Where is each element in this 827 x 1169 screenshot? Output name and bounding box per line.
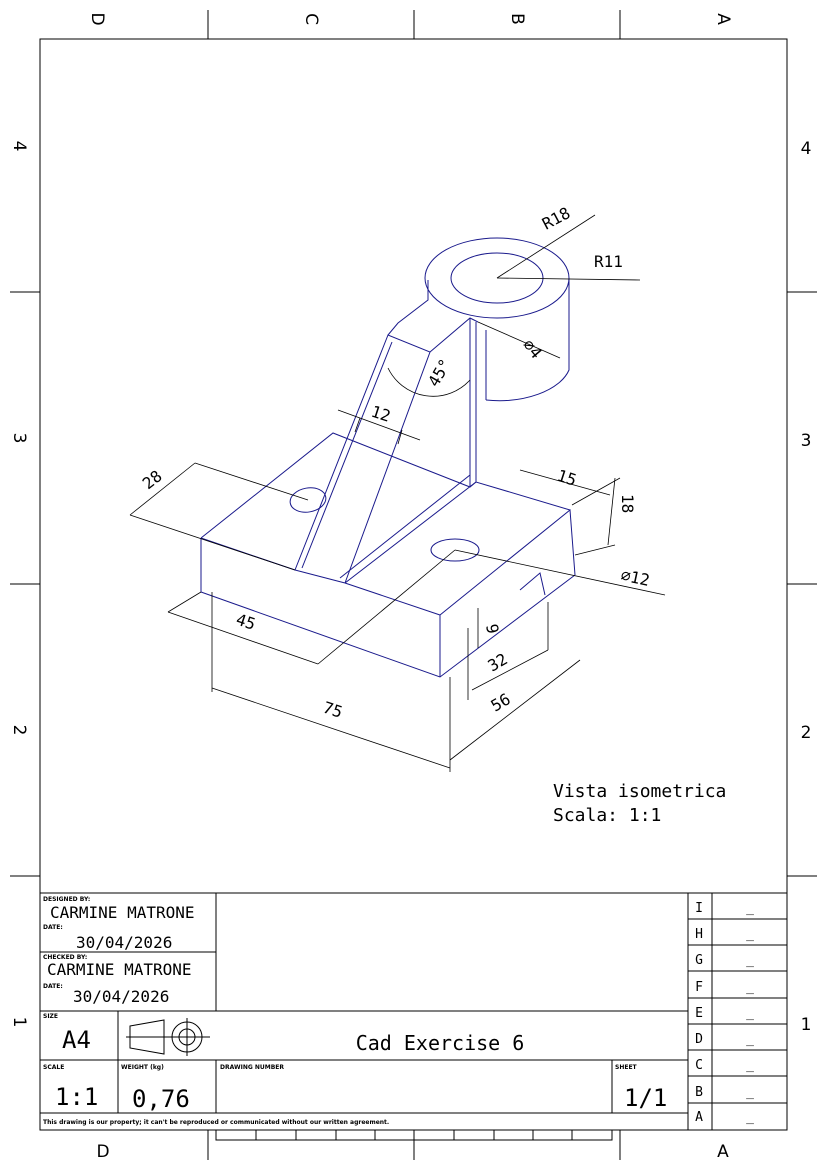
drawing-number-label: DRAWING NUMBER: [220, 1064, 284, 1071]
zone-right-1: 1: [801, 1015, 812, 1035]
zone-top-d: D: [87, 12, 107, 25]
dim-r18: R18: [539, 203, 573, 233]
zone-labels-right: 4 3 2 1: [801, 139, 812, 1035]
revision-letter: B: [695, 1085, 703, 1100]
zone-top-a: A: [713, 13, 733, 25]
disclaimer: This drawing is our property; it can't b…: [43, 1119, 389, 1126]
drawing-title: Cad Exercise 6: [356, 1031, 525, 1055]
sheet-label: SHEET: [615, 1064, 638, 1071]
dim-15: 15: [555, 466, 579, 490]
checked-date: 30/04/2026: [73, 987, 169, 1006]
revision-letter: G: [695, 953, 703, 968]
zone-left-2: 2: [9, 725, 29, 736]
designed-by-label: DESIGNED BY:: [43, 896, 90, 903]
revision-letter: D: [695, 1032, 703, 1047]
zone-bottom-d: D: [96, 1142, 109, 1162]
revision-value: _: [746, 1110, 754, 1125]
size-label: SIZE: [43, 1013, 58, 1020]
dimension-labels: R18 R11 ∅4 45° 12 28 15 18 ∅12 45 9 32 5…: [139, 203, 652, 722]
size-value: A4: [62, 1026, 91, 1054]
zone-right-3: 3: [801, 431, 812, 451]
dim-28: 28: [139, 466, 166, 493]
revision-value: _: [746, 980, 754, 995]
zone-top-c: C: [301, 13, 321, 25]
revision-letter: F: [695, 980, 703, 995]
revision-value: _: [746, 1006, 754, 1021]
weight-value: 0,76: [132, 1085, 190, 1113]
scale-label: SCALE: [43, 1064, 64, 1071]
view-note-scale: Scala: 1:1: [553, 805, 661, 826]
revision-letters: I H G F E D C B A: [695, 901, 703, 1125]
revision-letter: A: [695, 1110, 703, 1125]
dim-45-angle: 45°: [424, 355, 455, 390]
revision-value: _: [746, 1085, 754, 1100]
scale-value: 1:1: [55, 1083, 98, 1111]
designed-by-name: CARMINE MATRONE: [50, 903, 195, 922]
projection-symbol-icon: [126, 1018, 210, 1056]
dim-45: 45: [234, 610, 258, 634]
view-note-title: Vista isometrica: [553, 781, 726, 802]
view-note: Vista isometrica Scala: 1:1: [553, 781, 726, 826]
dimension-lines: [129, 214, 666, 772]
zone-right-2: 2: [801, 723, 812, 743]
checked-by-label: CHECKED BY:: [43, 954, 87, 961]
isometric-model: [200, 237, 576, 678]
revision-values: _ _ _ _ _ _ _ _ _: [746, 901, 754, 1125]
scale-ruler: [215, 1129, 613, 1141]
checked-date-label: DATE:: [43, 983, 63, 990]
zone-left-3: 3: [9, 433, 29, 444]
sheet-value: 1/1: [624, 1084, 667, 1112]
checked-by-name: CARMINE MATRONE: [47, 960, 192, 979]
dim-75: 75: [321, 698, 345, 722]
revision-value: _: [746, 927, 754, 942]
revision-value: _: [746, 901, 754, 916]
zone-bottom-a: A: [717, 1142, 729, 1162]
zone-top-b: B: [507, 13, 527, 25]
revision-grid: [688, 918, 787, 1104]
revision-letter: I: [695, 901, 703, 916]
zone-labels-top: D C B A: [87, 12, 733, 25]
designed-date: 30/04/2026: [76, 933, 172, 952]
revision-letter: H: [695, 927, 703, 942]
dim-r11: R11: [594, 252, 623, 271]
dim-12: 12: [369, 402, 393, 426]
revision-letter: E: [695, 1006, 703, 1021]
designed-date-label: DATE:: [43, 924, 63, 931]
zone-left-1: 1: [9, 1017, 29, 1028]
zone-labels-bottom: D A: [96, 1142, 729, 1162]
dim-56: 56: [488, 689, 514, 715]
title-block: I H G F E D C B A _ _ _ _ _ _ _ _ _ DESI…: [40, 892, 787, 1141]
zone-left-4: 4: [9, 141, 29, 152]
revision-letter: C: [695, 1058, 703, 1073]
dim-d4: ∅4: [519, 335, 546, 362]
dim-9: 9: [482, 622, 502, 635]
dim-18: 18: [618, 494, 637, 513]
zone-right-4: 4: [801, 139, 812, 159]
revision-value: _: [746, 1058, 754, 1073]
zone-labels-left: 4 3 2 1: [9, 141, 29, 1028]
revision-value: _: [746, 1032, 754, 1047]
revision-value: _: [746, 953, 754, 968]
weight-label: WEIGHT (kg): [121, 1064, 164, 1071]
